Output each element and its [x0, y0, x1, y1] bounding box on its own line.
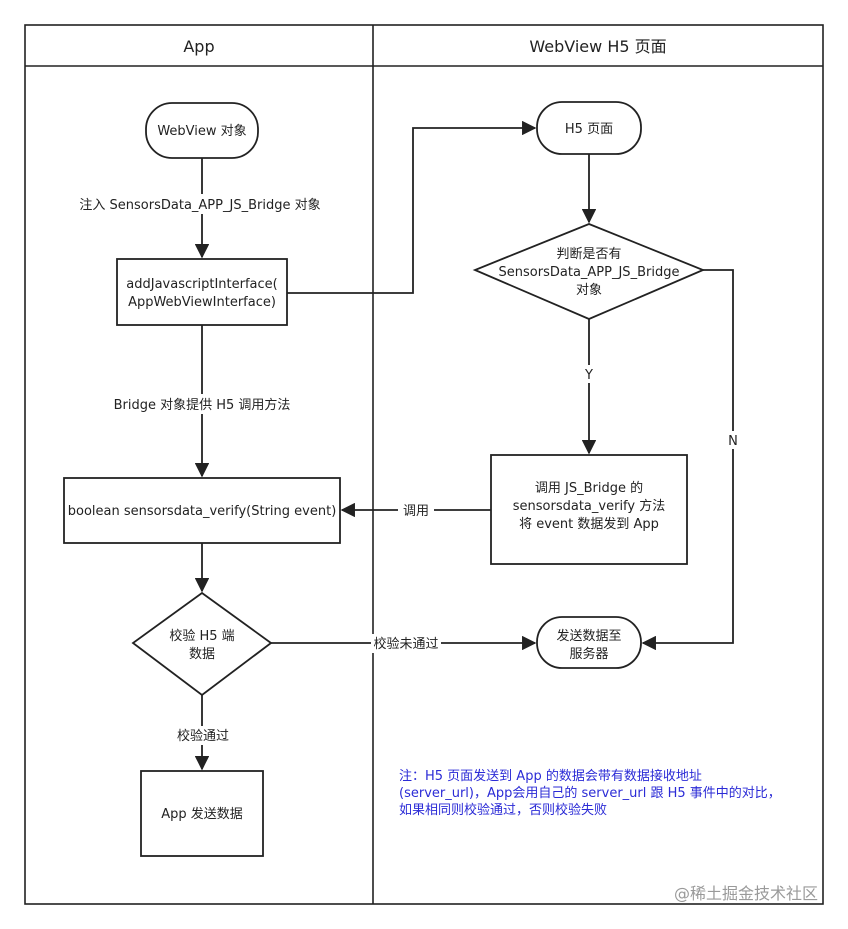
note-line-2: (server_url)，App会用自己的 server_url 跟 H5 事件… [399, 785, 781, 801]
edge-label-no: N [728, 434, 738, 449]
call-bridge-label-2: sensorsdata_verify 方法 [513, 498, 665, 514]
invoke-label-bg [398, 501, 434, 520]
send-server-label-2: 服务器 [569, 646, 608, 662]
lane-header-app: App [183, 37, 214, 56]
webview-object-shape [145, 102, 259, 159]
edge-label-verify-passed: 校验通过 [177, 728, 229, 744]
h5-page-shape [536, 101, 642, 155]
send-server-shape [536, 616, 642, 669]
webview-object-label: WebView 对象 [157, 124, 246, 139]
edges [194, 120, 734, 771]
has-bridge-label-3: 对象 [576, 283, 602, 298]
add-js-interface-label-1: addJavascriptInterface( [126, 277, 277, 292]
edge-label-bridge-provides: Bridge 对象提供 H5 调用方法 [114, 397, 291, 413]
call-bridge-shape [490, 454, 688, 565]
node-webview-object: WebView 对象 [145, 102, 259, 159]
node-check-h5: 校验 H5 端 数据 [131, 591, 273, 697]
edge-label-inject: 注入 SensorsData_APP_JS_Bridge 对象 [79, 198, 320, 213]
swimlane-border [24, 24, 824, 905]
has-bridge-shape [472, 223, 706, 320]
lane-header-webview: WebView H5 页面 [529, 37, 666, 56]
node-add-js-interface: addJavascriptInterface( AppWebViewInterf… [116, 258, 288, 326]
verify-method-label: boolean sensorsdata_verify(String event) [68, 504, 337, 519]
call-bridge-label-3: 将 event 数据发到 App [519, 516, 659, 532]
inject-label-bg [78, 194, 342, 214]
node-app-send: App 发送数据 [140, 770, 264, 857]
verify-passed-label-bg [174, 726, 232, 745]
bridge-provides-label-bg [112, 394, 296, 414]
watermark: @稀土掘金技术社区 [674, 884, 818, 903]
check-h5-label-2: 数据 [189, 647, 215, 662]
edge-label-verify-failed: 校验未通过 [373, 636, 438, 652]
node-h5-page: H5 页面 [536, 101, 642, 155]
add-js-interface-shape [116, 258, 288, 326]
send-server-label-1: 发送数据至 [556, 628, 621, 644]
no-label-bg [725, 431, 741, 449]
check-h5-shape [131, 591, 273, 697]
has-bridge-label-2: SensorsData_APP_JS_Bridge [499, 265, 680, 280]
verify-failed-label-bg [371, 634, 441, 653]
edge-label-yes: Y [584, 368, 593, 383]
check-h5-label-1: 校验 H5 端 [169, 628, 234, 644]
verify-method-shape [63, 477, 341, 544]
note-line-1: 注：H5 页面发送到 App 的数据会带有数据接收地址 [399, 768, 702, 784]
edge-labels: 注入 SensorsData_APP_JS_Bridge 对象 Bridge 对… [78, 194, 741, 745]
add-js-interface-label-2: AppWebViewInterface) [128, 295, 276, 310]
yes-label-bg [581, 365, 597, 383]
app-send-shape [140, 770, 264, 857]
has-bridge-label-1: 判断是否有 [556, 247, 621, 262]
node-verify-method: boolean sensorsdata_verify(String event) [63, 477, 341, 544]
edge-decision-no [641, 269, 734, 651]
node-has-bridge: 判断是否有 SensorsData_APP_JS_Bridge 对象 [472, 223, 706, 320]
note-line-3: 如果相同则校验通过，否则校验失败 [399, 802, 607, 818]
edge-addjsinterface-to-h5page [287, 120, 537, 294]
node-call-bridge: 调用 JS_Bridge 的 sensorsdata_verify 方法 将 e… [490, 454, 688, 565]
h5-page-label: H5 页面 [565, 122, 613, 137]
app-send-label: App 发送数据 [161, 806, 243, 822]
call-bridge-label-1: 调用 JS_Bridge 的 [535, 480, 643, 496]
node-send-server: 发送数据至 服务器 [536, 616, 642, 669]
edge-label-invoke: 调用 [403, 504, 429, 519]
swimlane-frame [24, 24, 824, 905]
note-block: 注：H5 页面发送到 App 的数据会带有数据接收地址 (server_url)… [399, 768, 781, 818]
